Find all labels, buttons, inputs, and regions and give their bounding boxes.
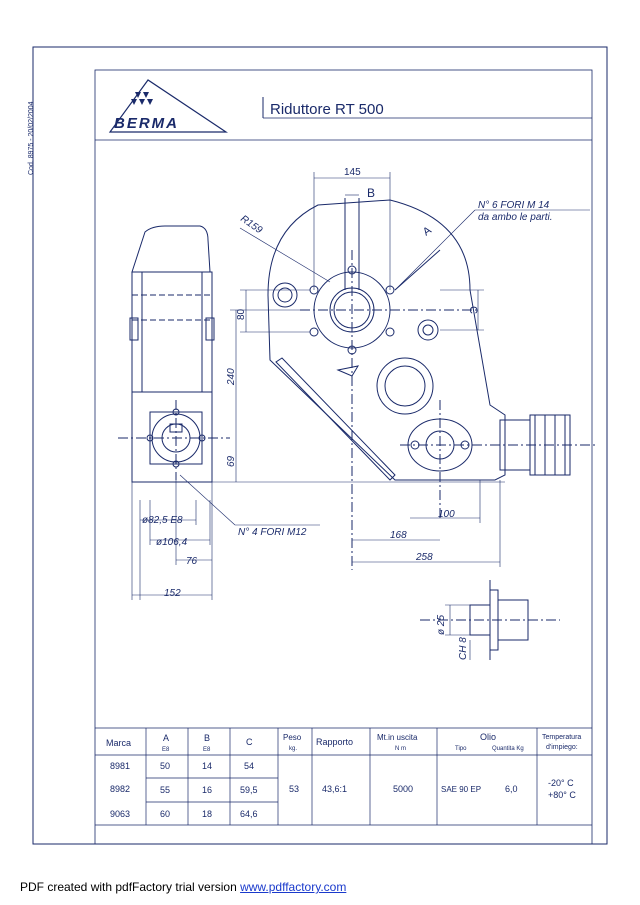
- header-mt-sub: N m: [395, 746, 406, 752]
- inner-frame: [94, 69, 593, 845]
- header-c: C: [246, 737, 253, 747]
- dim-76: 76: [186, 556, 198, 567]
- footer-link[interactable]: www.pdffactory.com: [240, 880, 347, 894]
- front-view: [267, 198, 595, 570]
- dim-168: 168: [390, 530, 407, 541]
- row3-marca: 9063: [110, 809, 130, 819]
- shared-temp-min: -20° C: [548, 778, 574, 788]
- page-title: Riduttore RT 500: [270, 101, 384, 118]
- dimension-lines: [131, 172, 590, 600]
- dim-152: 152: [164, 588, 181, 599]
- header-b-sub: E8: [203, 747, 211, 753]
- header-peso: Peso: [283, 733, 302, 742]
- header-rapporto: Rapporto: [316, 737, 353, 747]
- shared-rapporto: 43,6:1: [322, 784, 347, 794]
- shared-olio-qty: 6,0: [505, 784, 518, 794]
- dim-240: 240: [226, 368, 237, 386]
- shared-mt: 5000: [393, 784, 413, 794]
- row3-a: 60: [160, 809, 170, 819]
- shared-olio-tipo: SAE 90 EP: [441, 785, 481, 794]
- dim-80: 80: [236, 308, 247, 320]
- header-olio-tipo: Tipo: [455, 746, 467, 752]
- label-a: A: [421, 224, 434, 238]
- label-c: C: [467, 306, 479, 314]
- holes-top-label-2: da ambo le parti.: [478, 212, 553, 223]
- radius-label: R159: [238, 213, 264, 236]
- row1-b: 14: [202, 761, 212, 771]
- row1-a: 50: [160, 761, 170, 771]
- row2-c: 59,5: [240, 785, 258, 795]
- dim-100: 100: [438, 509, 455, 520]
- spec-table-grid: [95, 727, 592, 826]
- side-view: [118, 225, 230, 483]
- berma-logo: BERMA: [108, 79, 228, 133]
- outer-frame: [32, 46, 608, 845]
- dim-69: 69: [226, 455, 237, 467]
- header-temp: Temperatura: [542, 734, 581, 741]
- holes-top-label: N° 6 FORI M 14: [478, 200, 550, 211]
- header-b: B: [204, 733, 210, 743]
- header-mt: Mt.in uscita: [377, 733, 418, 742]
- header-a-sub: E8: [162, 747, 170, 753]
- row1-marca: 8981: [110, 761, 130, 771]
- row2-a: 55: [160, 785, 170, 795]
- dim-ch8: CH 8: [458, 637, 469, 660]
- dim-25: ø 25: [436, 615, 447, 635]
- row2-b: 16: [202, 785, 212, 795]
- shaft-detail: [420, 580, 560, 660]
- header-olio: Olio: [480, 732, 496, 742]
- shared-temp-max: +80° C: [548, 790, 576, 800]
- brand-name: BERMA: [114, 115, 179, 132]
- label-b: B: [367, 186, 375, 200]
- dim-106-4: ø106,4: [156, 537, 188, 548]
- header-peso-sub: kg.: [289, 746, 297, 752]
- row2-marca: 8982: [110, 784, 130, 794]
- row1-c: 54: [244, 761, 254, 771]
- dim-258: 258: [415, 552, 433, 563]
- dim-145: 145: [344, 167, 361, 178]
- dim-82-5: ø82,5 E8: [142, 515, 183, 526]
- shared-peso: 53: [289, 784, 299, 794]
- row3-b: 18: [202, 809, 212, 819]
- footer-text: PDF created with pdfFactory trial versio…: [20, 880, 241, 894]
- row3-c: 64,6: [240, 809, 258, 819]
- pdf-footer: PDF created with pdfFactory trial versio…: [20, 880, 346, 894]
- holes-bottom-label: N° 4 FORI M12: [238, 527, 307, 538]
- header-a: A: [163, 733, 169, 743]
- header-marca: Marca: [106, 738, 131, 748]
- header-temp-sub: d'impiego:: [546, 744, 578, 751]
- header-olio-qty: Quantita Kg: [492, 746, 524, 752]
